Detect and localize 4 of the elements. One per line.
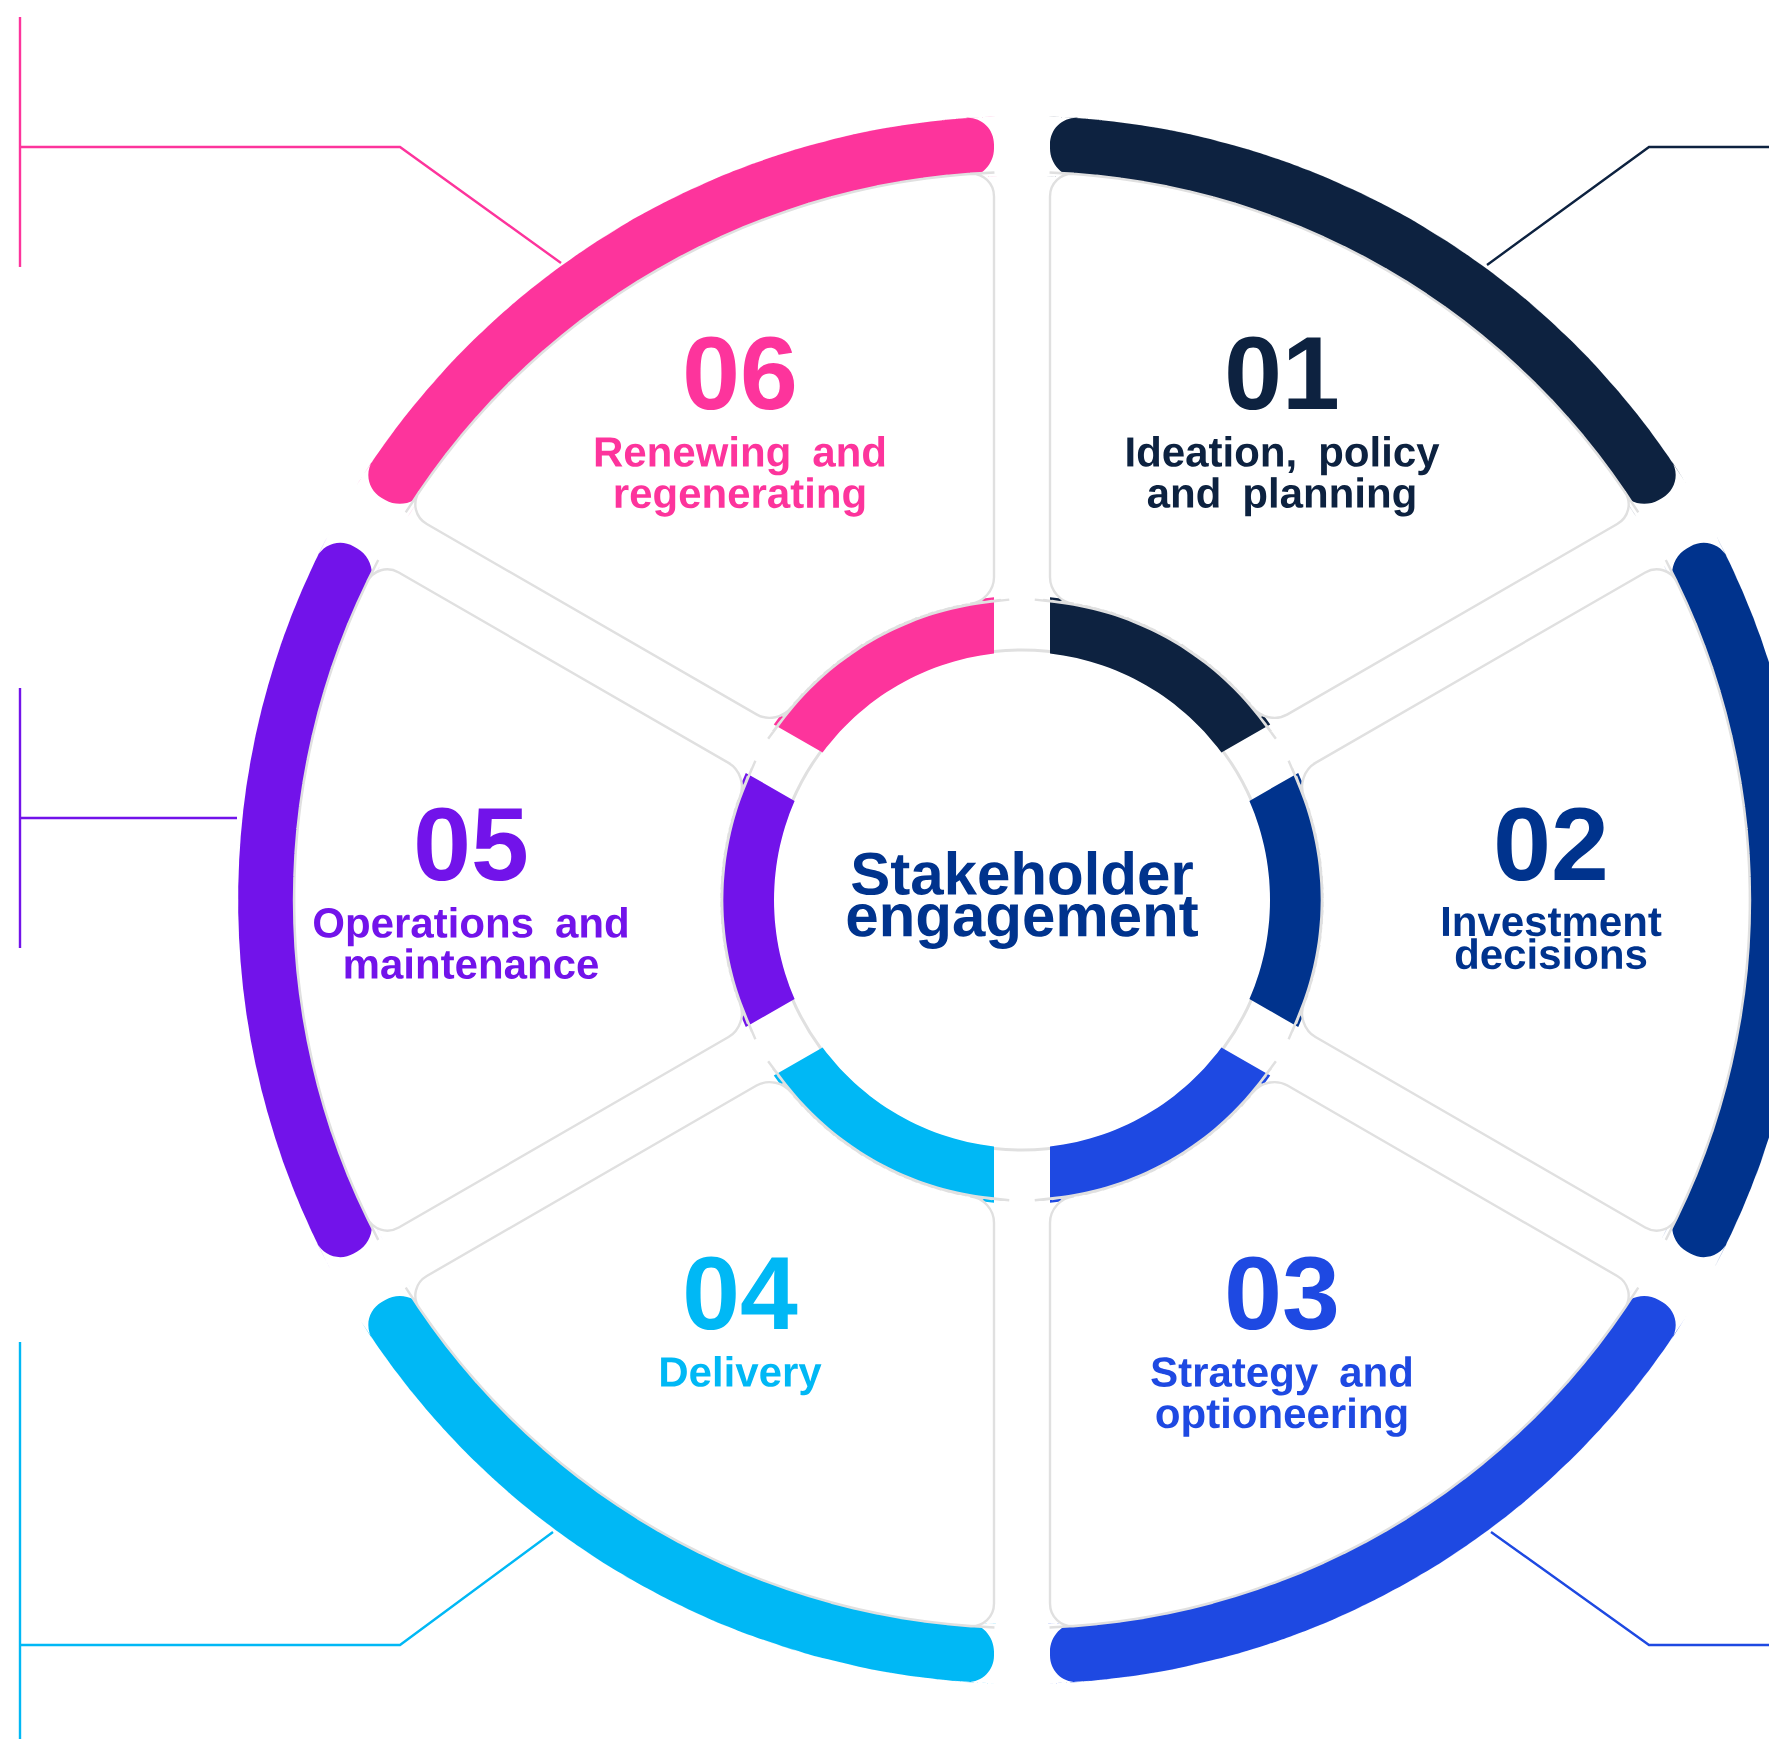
leader-line	[20, 816, 237, 820]
leader-line	[20, 1531, 554, 1647]
center-title: Stakeholder engagement	[847, 851, 1198, 949]
leader-line	[20, 145, 562, 264]
